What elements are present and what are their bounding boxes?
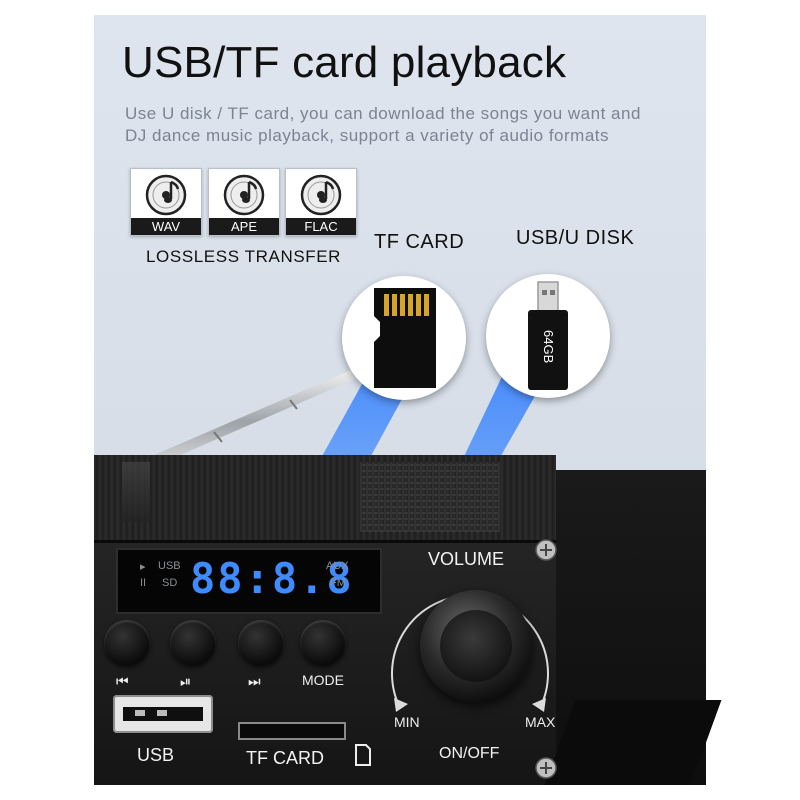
format-label: FLAC [286, 218, 356, 235]
usb-indicator: USB [158, 560, 181, 572]
sd-indicator: SD [162, 577, 178, 589]
amplifier-side-shadow [544, 700, 722, 785]
usb-disk-circle: 64GB [486, 274, 610, 398]
usb-port-label: USB [137, 745, 175, 765]
page-title: USB/TF card playback [122, 38, 567, 87]
volume-knob[interactable] [420, 590, 532, 702]
format-label: APE [209, 218, 279, 235]
disc-music-icon [300, 174, 342, 216]
prev-icon: ⏮ [116, 673, 129, 689]
usb-port[interactable] [113, 695, 213, 733]
play-pause-icon: ⏯ [180, 673, 192, 689]
play-indicator: ▸ [140, 561, 146, 573]
play-pause-button[interactable] [170, 620, 216, 666]
tf-card-icon [374, 288, 436, 388]
mode-label: MODE [302, 672, 344, 688]
vent-pattern [360, 462, 500, 532]
next-icon: ⏭ [248, 673, 261, 689]
mode-button[interactable] [300, 620, 346, 666]
amplifier-top-panel [94, 455, 556, 543]
tf-card-slot[interactable] [238, 722, 346, 740]
lcd-display: ▸ II USB SD 88:8.8 AUX FM [116, 548, 382, 614]
usb-disk-caption: USB/U DISK [516, 227, 635, 249]
seven-segment-digits: 88:8.8 [190, 554, 354, 603]
sd-card-icon [355, 744, 371, 766]
screw-icon [535, 757, 557, 779]
format-badge-wav: WAV [130, 168, 202, 236]
format-badge-ape: APE [208, 168, 280, 236]
next-button[interactable] [238, 620, 284, 666]
aux-indicator: AUX [326, 560, 349, 572]
subtitle-line-1: Use U disk / TF card, you can download t… [125, 104, 641, 123]
format-label: WAV [131, 218, 201, 235]
antenna-rod [124, 368, 362, 476]
pause-indicator: II [140, 577, 147, 589]
knob-shadow [122, 462, 150, 522]
disc-music-icon [145, 174, 187, 216]
format-badge-flac: FLAC [285, 168, 357, 236]
disc-music-icon [223, 174, 265, 216]
volume-min-label: MIN [394, 714, 420, 730]
tf-card-caption: TF CARD [374, 231, 465, 253]
lossless-caption: LOSSLESS TRANSFER [146, 247, 342, 266]
volume-max-label: MAX [525, 714, 556, 730]
tf-card-slot-label: TF CARD [246, 748, 324, 768]
fm-indicator: FM [330, 577, 346, 589]
usb-capacity-label: 64GB [541, 330, 556, 364]
usb-stick-icon [528, 281, 568, 390]
volume-label: VOLUME [428, 549, 505, 569]
prev-button[interactable] [104, 620, 150, 666]
power-label: ON/OFF [439, 745, 500, 762]
tf-card-circle [342, 276, 466, 400]
screw-icon [535, 539, 557, 561]
subtitle-line-2: DJ dance music playback, support a varie… [125, 126, 609, 145]
